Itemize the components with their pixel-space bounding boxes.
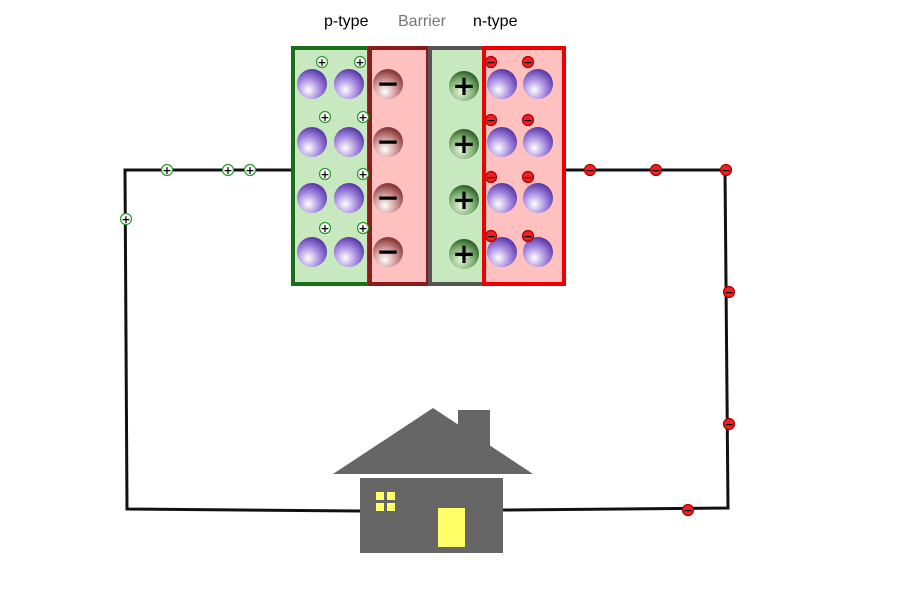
hole-charge: + (356, 111, 370, 124)
hole-charge: + (221, 164, 235, 177)
svg-text:+: + (452, 69, 475, 102)
atom (334, 127, 364, 157)
svg-text:+: + (452, 237, 475, 270)
svg-text:−: − (724, 286, 733, 299)
electron-charge: − (484, 56, 498, 69)
barrier-label: Barrier (398, 13, 447, 30)
hole-charge: + (243, 164, 257, 177)
atom (297, 127, 327, 157)
svg-text:−: − (376, 181, 399, 214)
n-type-label: n-type (473, 13, 518, 30)
hole-charge: + (160, 164, 174, 177)
svg-text:+: + (358, 222, 367, 235)
svg-text:−: − (486, 171, 495, 184)
electron-charge: − (583, 164, 597, 177)
atom (523, 183, 553, 213)
house-body (360, 478, 503, 553)
negative-ion: − (373, 125, 403, 158)
svg-text:+: + (121, 213, 130, 226)
svg-text:−: − (523, 230, 532, 243)
svg-text:+: + (162, 164, 171, 177)
electron-charge: − (521, 114, 535, 127)
p-type-label: p-type (324, 13, 369, 30)
hole-charge: + (318, 168, 332, 181)
svg-text:−: − (721, 164, 730, 177)
hole-charge: + (353, 56, 367, 69)
svg-text:+: + (320, 222, 329, 235)
svg-text:+: + (320, 168, 329, 181)
positive-ion: + (449, 127, 479, 160)
atom (334, 69, 364, 99)
wire-right (502, 168, 730, 512)
svg-text:+: + (452, 183, 475, 216)
atoms-layer: −+−+−+−+ (297, 67, 553, 270)
hole-charge: + (318, 111, 332, 124)
electron-charge: − (521, 230, 535, 243)
atom (487, 127, 517, 157)
hole-charge: + (119, 213, 133, 226)
atom (487, 183, 517, 213)
house-roof (333, 408, 533, 474)
svg-text:+: + (245, 164, 254, 177)
positive-ion: + (449, 183, 479, 216)
atom (523, 69, 553, 99)
electron-charge: − (484, 230, 498, 243)
svg-text:+: + (223, 164, 232, 177)
svg-text:−: − (376, 125, 399, 158)
electron-charge: − (681, 504, 695, 517)
electron-charge: − (719, 164, 733, 177)
negative-ion: − (373, 181, 403, 214)
atom (334, 237, 364, 267)
house-icon (333, 408, 533, 553)
positive-ion: + (449, 69, 479, 102)
svg-text:+: + (355, 56, 364, 69)
svg-text:−: − (585, 164, 594, 177)
negative-ion: − (373, 235, 403, 268)
svg-text:−: − (376, 235, 399, 268)
electron-charge: − (722, 418, 736, 431)
svg-text:−: − (486, 114, 495, 127)
svg-text:+: + (358, 168, 367, 181)
svg-text:−: − (486, 56, 495, 69)
atom (334, 183, 364, 213)
hole-charge: + (318, 222, 332, 235)
svg-text:−: − (376, 67, 399, 100)
electron-charge: − (521, 171, 535, 184)
atom (487, 69, 517, 99)
atom (523, 127, 553, 157)
electron-charge: − (722, 286, 736, 299)
atom (297, 183, 327, 213)
positive-ion: + (449, 237, 479, 270)
svg-text:−: − (651, 164, 660, 177)
svg-text:+: + (452, 127, 475, 160)
svg-text:−: − (486, 230, 495, 243)
svg-text:−: − (523, 56, 532, 69)
hole-charge: + (356, 222, 370, 235)
charges-layer: ++++++++−−−−−−−−++++−−−−−− (119, 56, 736, 517)
wire-left (123, 168, 361, 513)
svg-text:−: − (683, 504, 692, 517)
svg-text:+: + (317, 56, 326, 69)
svg-text:−: − (523, 171, 532, 184)
svg-text:−: − (724, 418, 733, 431)
negative-ion: − (373, 67, 403, 100)
svg-text:+: + (320, 111, 329, 124)
atom (297, 237, 327, 267)
electron-charge: − (649, 164, 663, 177)
house-door (438, 508, 465, 547)
electron-charge: − (521, 56, 535, 69)
house-window (376, 492, 395, 511)
hole-charge: + (315, 56, 329, 69)
atom (297, 69, 327, 99)
svg-text:−: − (523, 114, 532, 127)
atom (523, 237, 553, 267)
hole-charge: + (356, 168, 370, 181)
svg-text:+: + (358, 111, 367, 124)
electron-charge: − (484, 171, 498, 184)
electron-charge: − (484, 114, 498, 127)
atom (487, 237, 517, 267)
